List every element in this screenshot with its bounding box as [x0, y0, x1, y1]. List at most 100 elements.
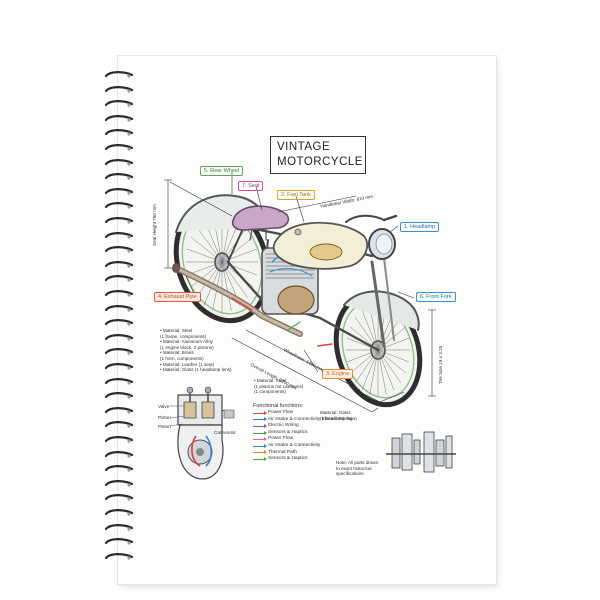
engine-label-piston: Piston: [158, 415, 171, 420]
spiral-coil: [104, 319, 134, 326]
callout-rear-wheel: 5. Rear Wheel: [200, 166, 244, 176]
spiral-coil: [104, 202, 134, 209]
spiral-coil: [104, 465, 134, 472]
arrow-icon: [253, 410, 267, 415]
spiral-coil: [104, 363, 134, 370]
note-line: (1 frame, components): [160, 333, 207, 339]
note-line: specifications.: [336, 471, 365, 477]
diagram-title: VINTAGE MOTORCYCLE: [270, 136, 366, 174]
legend-item: Power Flow: [253, 436, 352, 443]
spiral-coil: [104, 406, 134, 414]
spiral-coil: [104, 523, 134, 531]
tire-size-label: Tire Size 19 x 3.25: [438, 345, 443, 384]
callout-engine: 3. Engine: [322, 369, 354, 379]
callout-headlamp: 1. Headlamp: [400, 222, 440, 232]
arrow-icon: [253, 430, 267, 435]
spiral-coil: [104, 377, 134, 385]
engine-label-piston: Piston: [158, 424, 171, 429]
spiral-coil: [104, 114, 134, 122]
note-line: (1 engine block, 2 pistons): [160, 344, 214, 350]
legend-item-label: Air Intake & Connectivity Electric Wirin…: [268, 416, 353, 422]
spiral-coil: [104, 158, 134, 166]
materials-list-mid: • Material: Steel(1 pistons not carmoms)…: [254, 378, 303, 395]
spiral-coil: [104, 100, 134, 107]
spiral-coil: [104, 217, 134, 224]
spiral-coil: [104, 333, 134, 341]
spiral-coil: [104, 479, 134, 487]
legend-item-label: Power Flow: [268, 410, 294, 415]
callout-seat: 7. Seat: [238, 181, 264, 191]
note-line: • Material: Aluminum Alloy: [160, 339, 213, 345]
arrow-icon: [253, 456, 267, 461]
note-line: to exact historical: [336, 465, 372, 471]
spiral-coil: [104, 231, 134, 239]
note-line: • Material: Brass: [160, 350, 194, 356]
spiral-coil: [104, 392, 134, 399]
callout-front-fork: 6. Front Fork: [416, 292, 456, 302]
note-line: (1 components): [254, 389, 286, 395]
note-line: • Material: Glass (1 headlamp lens): [160, 367, 232, 373]
arrow-icon: [253, 423, 267, 428]
callout-tag: 4. Exhaust Pipe: [154, 292, 201, 302]
callout-tag: 1. Headlamp: [400, 222, 440, 232]
legend-item: Electric Wiring: [253, 423, 352, 430]
materials-list-left: • Material: Steel(1 frame, components)• …: [160, 328, 232, 373]
spiral-coil: [104, 552, 134, 560]
spiral-coil: [104, 348, 134, 355]
legend-item: Power Flow: [253, 410, 352, 417]
spiral-coil: [104, 509, 134, 516]
note-line: • Material: Steel: [254, 378, 287, 383]
arrow-icon: [253, 437, 267, 442]
legend-item: Air Intake & Connectivity: [253, 443, 352, 450]
spiral-coil: [104, 129, 134, 136]
engine-cross-section: [169, 386, 235, 480]
spiral-coil: [104, 85, 134, 93]
legend-item-label: Power Flow: [268, 436, 294, 442]
arrow-icon: [253, 443, 267, 448]
spiral-coil: [104, 144, 134, 151]
callout-exhaust-pipe: 4. Exhaust Pipe: [154, 292, 201, 302]
note-line: (1 pistons not carmoms): [254, 383, 304, 389]
legend-item: Air Intake & Connectivity Electric Wirin…: [253, 417, 352, 424]
spiral-coil: [104, 246, 134, 253]
legend-item-label: Sensors & Haptics: [268, 429, 308, 435]
spiral-coil: [104, 187, 134, 195]
note-line: • Material: Leather (1 seat): [160, 361, 215, 367]
arrow-icon: [253, 417, 267, 422]
legend-item: Thermal Path: [253, 450, 352, 457]
legend-heading: Functional functions:: [253, 403, 304, 409]
note-line: Material: Glass: [320, 410, 351, 415]
note-line: (1 horn, components): [160, 355, 204, 361]
spiral-coil: [104, 538, 134, 545]
legend-item-label: Air Intake & Connectivity: [268, 442, 321, 448]
legend-item-label: Sensors & Haptics: [268, 456, 308, 462]
spiral-coil: [104, 450, 134, 458]
spiral-coil: [104, 290, 134, 297]
callout-tag: 5. Rear Wheel: [200, 166, 244, 176]
engine-label-carburetor: Carburetor: [214, 430, 236, 435]
title-line-2: MOTORCYCLE: [277, 156, 363, 168]
headlamp: [368, 228, 396, 260]
note-line: • Material: Steel: [160, 328, 193, 333]
callout-fuel-tank: 2. Fuel Tank: [277, 190, 315, 200]
spiral-coil: [104, 494, 134, 501]
legend-item: Sensors & Haptics: [253, 430, 352, 437]
note-line: Note: All parts drawn: [336, 460, 379, 465]
spiral-coil: [104, 275, 134, 282]
fuel-tank: [272, 221, 369, 270]
spiral-coil: [104, 436, 134, 443]
spiral-coil: [104, 173, 134, 180]
spiral-coil: [104, 260, 134, 268]
callout-tag: 7. Seat: [238, 181, 264, 191]
gearbox-illustration: [386, 431, 456, 473]
engine-label-valve: Valve: [158, 404, 170, 409]
callout-tag: 6. Front Fork: [416, 292, 456, 302]
materials-list-right: Material: Glass(1 headlamp lens): [320, 410, 357, 421]
seat: [231, 205, 290, 241]
title-line-1: VINTAGE: [277, 141, 331, 153]
legend-item: Sensors & Haptics: [253, 456, 352, 463]
